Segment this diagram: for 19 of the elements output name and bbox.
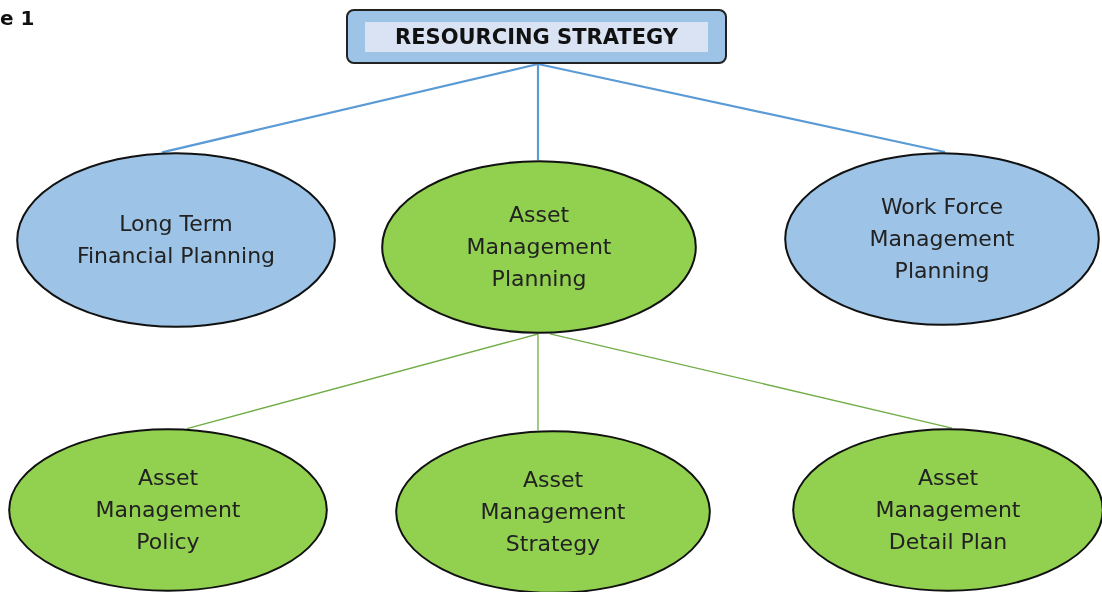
ellipse-node xyxy=(16,152,336,328)
node-label: Asset Management Planning xyxy=(465,201,613,293)
connector-line xyxy=(549,333,953,429)
connector-line xyxy=(161,62,539,154)
node-label: Asset Management Detail Plan xyxy=(874,464,1022,556)
title-box xyxy=(346,9,727,64)
figure-label: e 1 xyxy=(0,6,35,30)
node-label: Long Term Financial Planning xyxy=(76,210,276,270)
ellipse-node xyxy=(8,428,328,592)
title-text: RESOURCING STRATEGY xyxy=(365,21,708,52)
connector-line xyxy=(536,64,540,160)
ellipse-node xyxy=(784,152,1100,326)
node-label: Asset Management Strategy xyxy=(479,466,627,558)
node-label: Work Force Management Planning xyxy=(868,193,1016,285)
connector-line xyxy=(537,333,539,431)
node-label: Asset Management Policy xyxy=(94,464,242,556)
connector-line xyxy=(537,62,946,154)
connector-line xyxy=(186,333,539,430)
ellipse-node xyxy=(381,160,697,334)
